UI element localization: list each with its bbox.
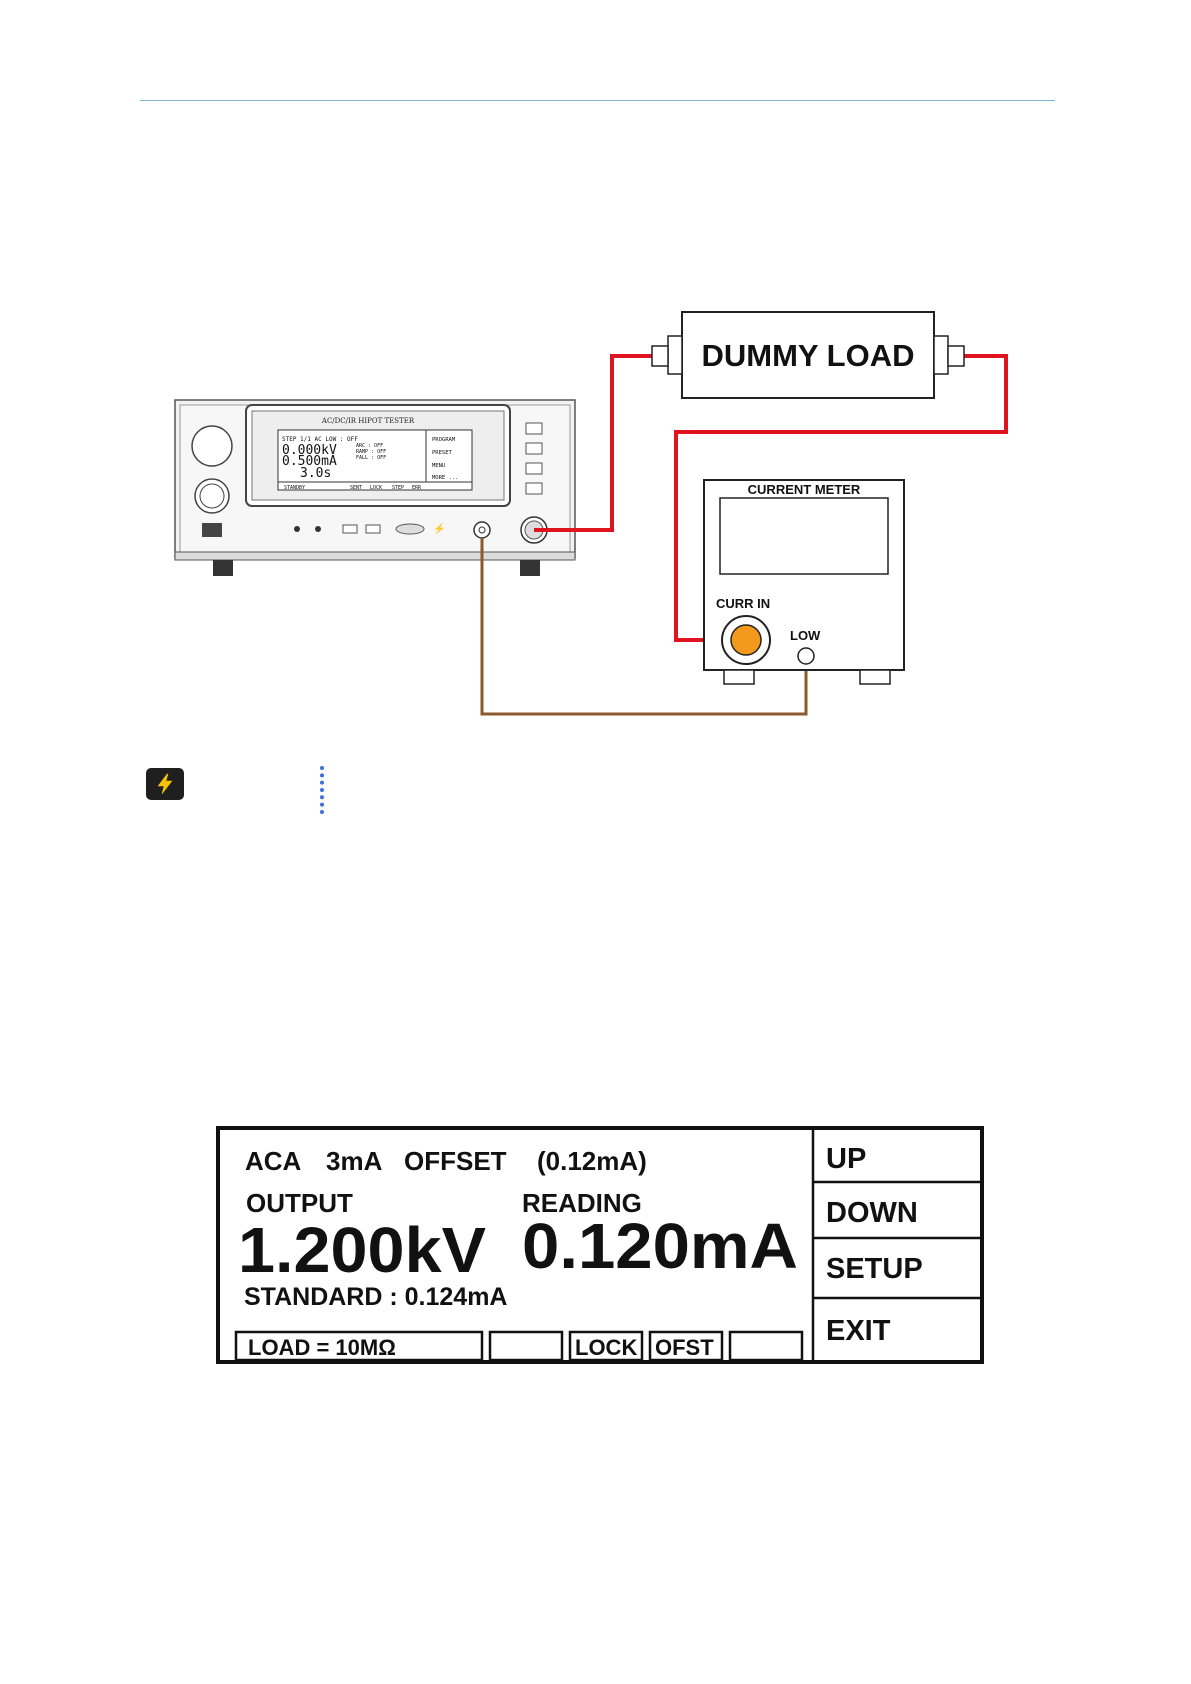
tester-key-f4 xyxy=(525,482,543,495)
lcd-status-load-cell xyxy=(234,1330,484,1362)
power-switch xyxy=(202,523,222,537)
lightning-icon xyxy=(157,773,173,795)
lcd-frame xyxy=(216,1126,984,1364)
tester-lcd-voltage: 0.000kV xyxy=(282,443,337,458)
tester-cell-standby: STANDBY xyxy=(284,485,305,491)
lcd-reading-value: 0.120mA xyxy=(522,1210,798,1282)
tester-lcd-current: 0.500mA xyxy=(282,454,337,469)
tester-lcd-line1: STEP 1/1 AC LOW : OFF xyxy=(282,436,358,443)
tester-foot-left xyxy=(213,560,233,576)
cal-led xyxy=(294,526,300,532)
tester-softkey-program: PROGRAM xyxy=(432,437,456,443)
dummy-load-label: DUMMY LOAD xyxy=(702,338,915,373)
lcd-status-ofst: OFST xyxy=(655,1335,714,1360)
lcd-status-empty-1 xyxy=(488,1330,564,1362)
tester-key-f2 xyxy=(525,442,543,455)
lcd-output-value: 1.200kV xyxy=(238,1214,486,1286)
hv-warning-symbol-icon: ⚡ xyxy=(433,522,445,535)
lcd-softkey-exit: EXIT xyxy=(826,1315,891,1347)
tester-cell-sent: SENT xyxy=(350,485,362,491)
tester-softkey-more: MORE ... xyxy=(432,475,459,481)
lcd-output-label: OUTPUT xyxy=(246,1188,353,1218)
tester-foot-right xyxy=(520,560,540,576)
fail-indicator xyxy=(365,524,381,534)
dummy-load: DUMMY LOAD xyxy=(651,311,965,399)
hipot-tester: AC/DC/IR HIPOT TESTER STEP 1/1 AC LOW : … xyxy=(174,399,576,576)
lcd-offset-value: (0.12mA) xyxy=(537,1146,647,1176)
wiring-diagram: AC/DC/IR HIPOT TESTER STEP 1/1 AC LOW : … xyxy=(174,311,1008,716)
current-meter: CURRENT METER CURR IN LOW xyxy=(703,479,905,685)
lcd-range: 3mA xyxy=(326,1146,383,1176)
meter-foot-right xyxy=(859,669,891,685)
tester-cell-lock: LOCK xyxy=(370,485,382,491)
tester-lcd xyxy=(277,429,473,491)
danger-indicator xyxy=(395,523,425,535)
tester-cell-err: ERR xyxy=(412,485,422,491)
tester-lcd-arc: ARC : OFF xyxy=(356,443,383,449)
red-wire-hv xyxy=(534,354,652,532)
lcd-softkey-setup: SETUP xyxy=(826,1253,923,1285)
stop-button xyxy=(191,425,233,467)
pass-indicator xyxy=(342,524,358,534)
lcd-softkey-down: DOWN xyxy=(826,1197,918,1229)
current-meter-display xyxy=(719,497,889,575)
tester-lcd-fall: FALL : OFF xyxy=(356,455,386,461)
lcd-status-ofst-cell xyxy=(648,1330,724,1362)
tester-cell-step: STEP xyxy=(392,485,404,491)
red-wire-return xyxy=(674,354,1008,642)
low-jack xyxy=(797,647,815,665)
tester-softkey-menu: MENU xyxy=(432,463,445,469)
lcd-status-lock-cell xyxy=(568,1330,644,1362)
lcd-softkey-up: UP xyxy=(826,1143,866,1175)
curr-in-label: CURR IN xyxy=(716,596,770,611)
lcd-status-lock: LOCK xyxy=(575,1335,637,1360)
warning-separator xyxy=(320,766,324,814)
brown-wire-low xyxy=(480,538,808,716)
tester-key-f3 xyxy=(525,462,543,475)
warning-badge xyxy=(146,768,184,800)
lcd-mode: ACA xyxy=(245,1146,302,1176)
lcd-status-load: LOAD = 10MΩ xyxy=(248,1335,396,1360)
header-rule xyxy=(140,100,1055,101)
tester-title: AC/DC/IR HIPOT TESTER xyxy=(321,417,415,425)
meter-foot-left xyxy=(723,669,755,685)
update-led xyxy=(315,526,321,532)
lcd-status-empty-2 xyxy=(728,1330,804,1362)
tester-key-f1 xyxy=(525,422,543,435)
tester-lcd-time: 3.0s xyxy=(300,466,331,481)
lcd-offset-label: OFFSET xyxy=(404,1146,507,1176)
low-label: LOW xyxy=(790,628,821,643)
tester-softkey-preset: PRESET xyxy=(432,450,453,456)
current-meter-label: CURRENT METER xyxy=(748,482,861,497)
lcd-reading-label: READING xyxy=(522,1188,642,1218)
lcd-standard: STANDARD : 0.124mA xyxy=(244,1283,507,1311)
tester-lcd-ramp: RAMP : OFF xyxy=(356,449,386,455)
